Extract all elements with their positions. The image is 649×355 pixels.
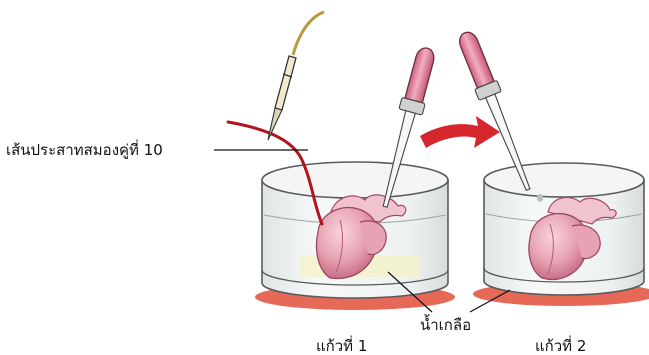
- dropper-1-bulb: [405, 46, 436, 103]
- transfer-arrow: [420, 116, 500, 148]
- electrode-handle: [275, 56, 296, 110]
- glass-1-rim: [262, 162, 448, 198]
- glass-2-rim: [484, 163, 644, 197]
- saline-label: น้ำเกลือ: [420, 314, 471, 334]
- electrode: [268, 12, 324, 140]
- glass-2-label: แก้วที่ 2: [535, 335, 586, 355]
- electrode-wire: [293, 12, 324, 55]
- nerve-label: เส้นประสาทสมองคู่ที่ 10: [6, 139, 163, 159]
- glass-1-label: แก้วที่ 1: [316, 335, 367, 355]
- dropper-2-bulb: [456, 29, 494, 88]
- dropper-2-drop: [537, 194, 543, 202]
